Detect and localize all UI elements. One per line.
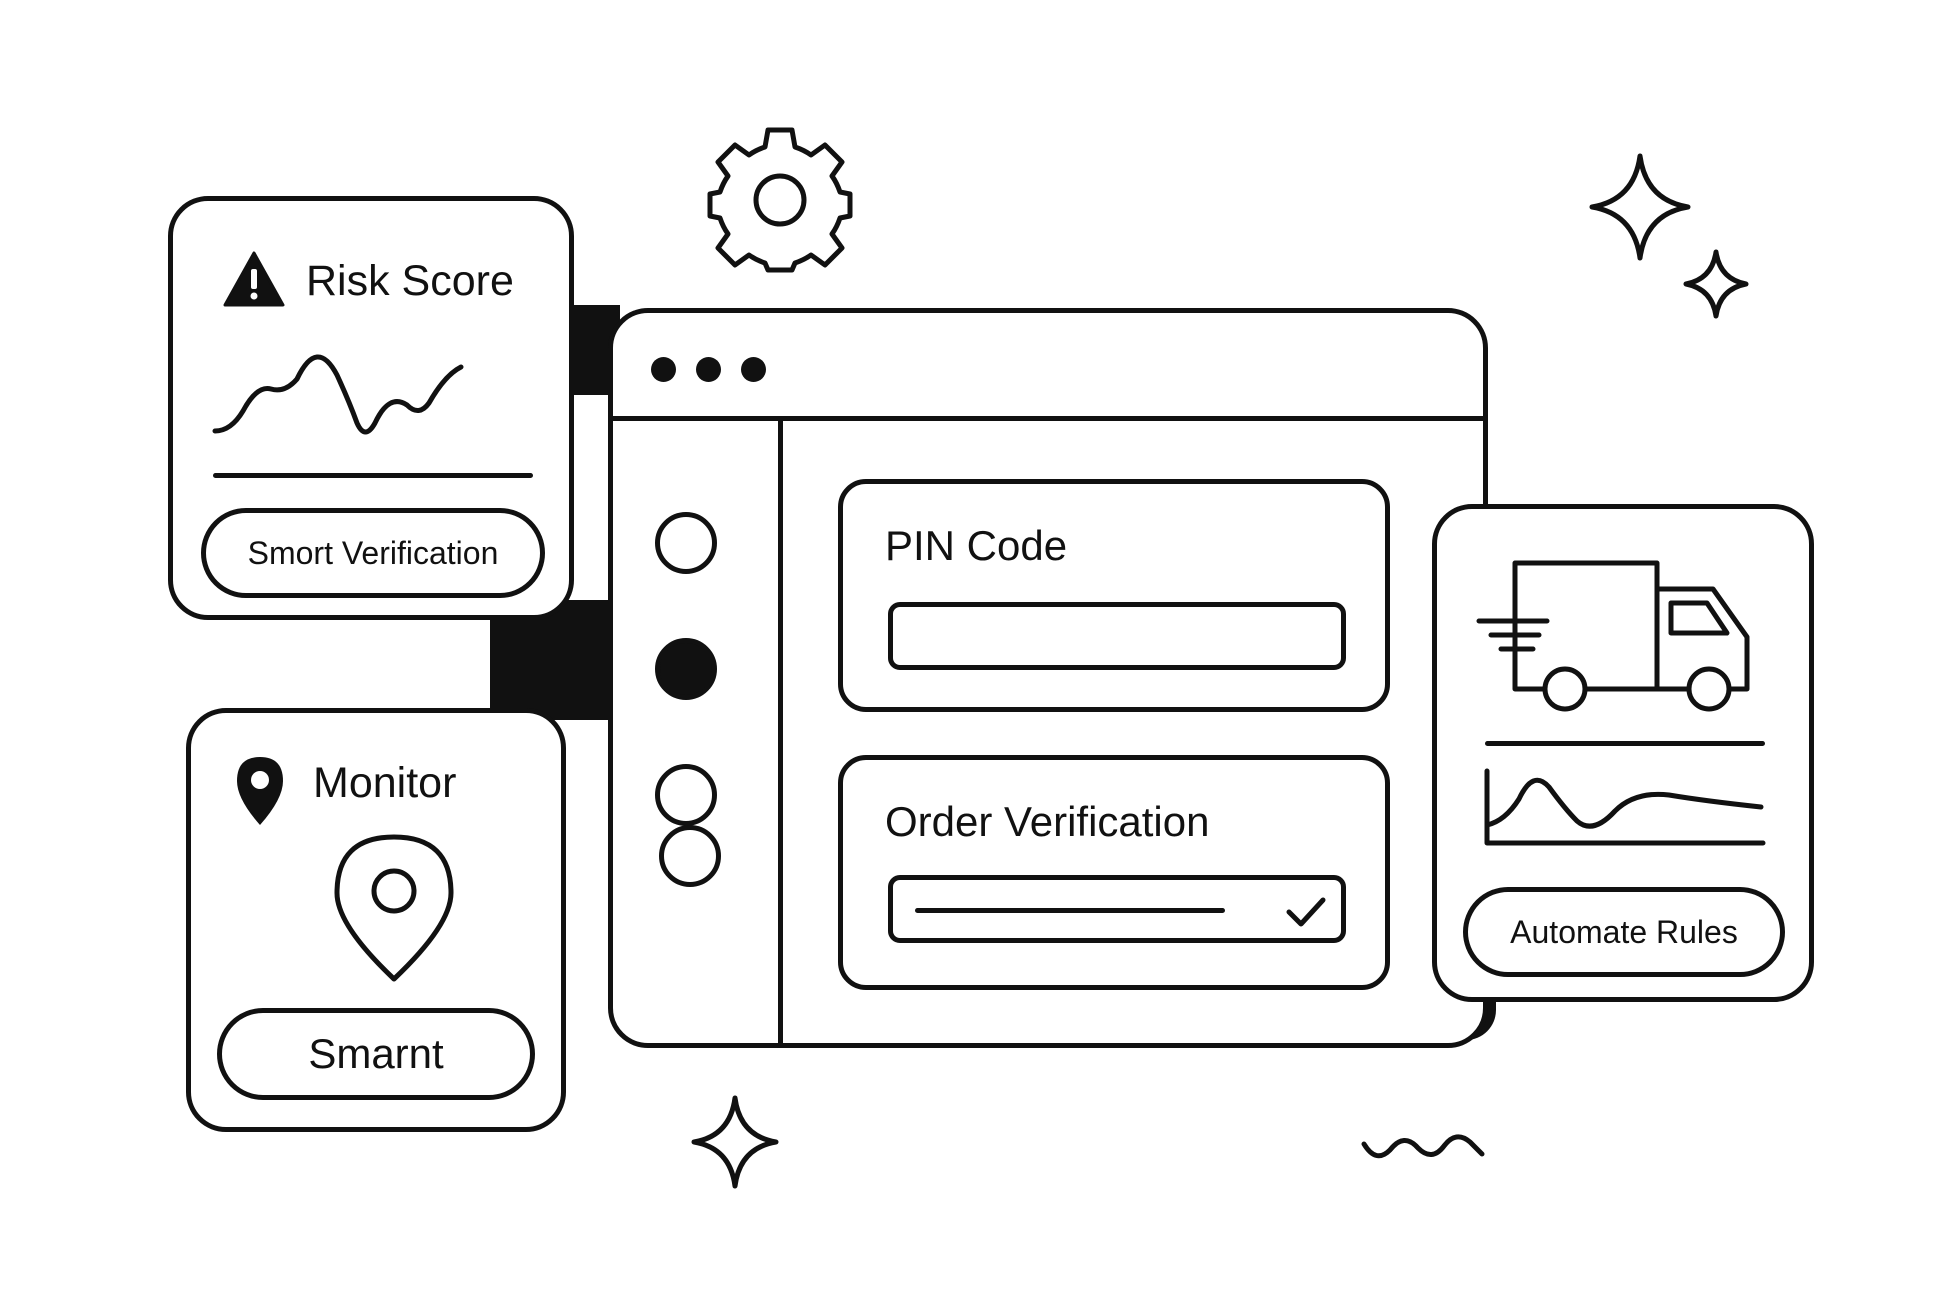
monitor-title: Monitor [313, 759, 457, 807]
risk-score-title: Risk Score [306, 257, 514, 305]
window-sidebar [613, 421, 783, 1043]
location-pin-icon [334, 834, 454, 982]
shipping-divider [1485, 741, 1765, 746]
shipping-trend-chart [1484, 768, 1766, 846]
sparkle-icon [691, 1095, 779, 1189]
sidebar-radio-option-selected[interactable] [655, 638, 717, 700]
pin-code-input[interactable] [888, 602, 1346, 670]
connector [490, 600, 630, 720]
gear-icon [707, 127, 853, 273]
smarnt-button[interactable]: Smarnt [217, 1008, 535, 1100]
pin-code-label: PIN Code [885, 522, 1068, 569]
pin-code-card: PIN Code [838, 479, 1390, 712]
main-window: PIN Code Order Verification [608, 308, 1488, 1048]
order-verification-label: Order Verification [885, 798, 1210, 845]
window-control-dot[interactable] [651, 357, 676, 382]
checkmark-icon [1286, 897, 1326, 927]
window-titlebar [613, 313, 1483, 421]
sidebar-radio-option[interactable] [655, 512, 717, 574]
smort-verification-button[interactable]: Smort Verification [201, 508, 545, 598]
sparkle-icon [1589, 153, 1691, 261]
map-pin-icon [237, 757, 283, 825]
order-verification-card: Order Verification [838, 755, 1390, 990]
shipping-card: Automate Rules [1432, 504, 1814, 1002]
monitor-card: Monitor Smarnt [186, 708, 566, 1132]
squiggle-icon [1361, 1134, 1485, 1159]
sparkle-icon [1683, 249, 1749, 319]
truck-icon [1476, 560, 1750, 712]
risk-divider [213, 473, 533, 478]
sidebar-radio-option[interactable] [655, 764, 717, 826]
sidebar-radio-option[interactable] [659, 825, 721, 887]
risk-trend-sparkline [212, 354, 464, 435]
automate-rules-button[interactable]: Automate Rules [1463, 887, 1785, 977]
risk-score-card: Risk Score Smort Verification [168, 196, 574, 620]
warning-triangle-icon [223, 251, 285, 307]
order-verification-field[interactable] [888, 875, 1346, 943]
window-control-dot[interactable] [696, 357, 721, 382]
field-line [915, 908, 1225, 913]
window-control-dot[interactable] [741, 357, 766, 382]
